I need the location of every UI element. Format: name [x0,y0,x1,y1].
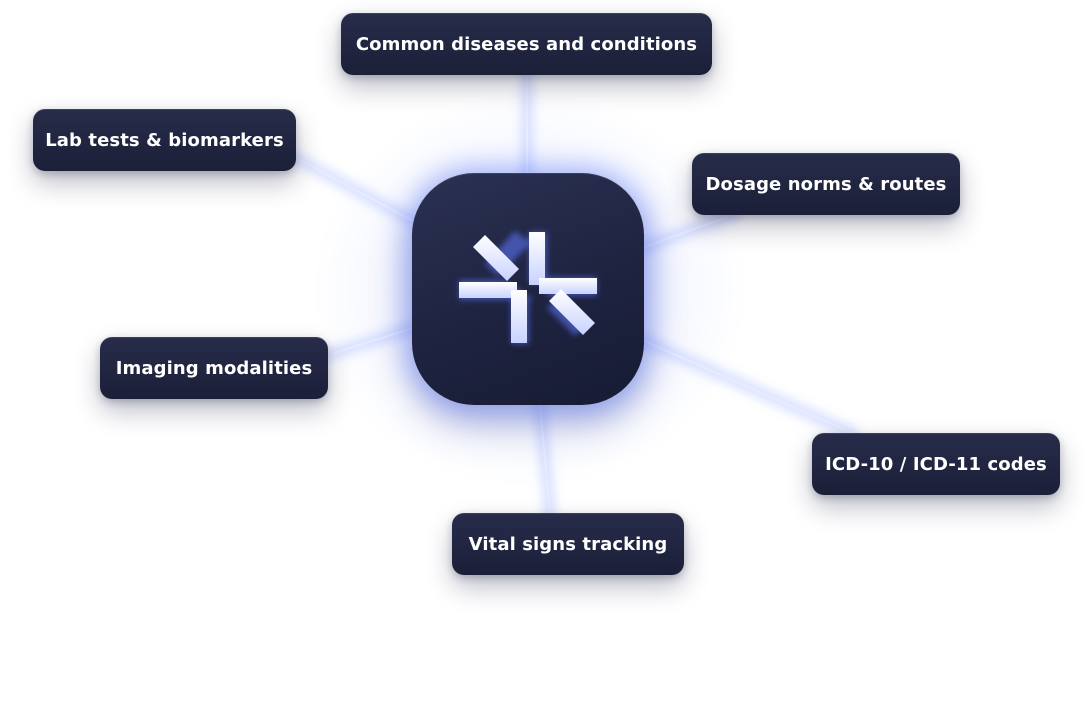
split-arrows-logo-icon [459,231,597,344]
node-lab-tests-label: Lab tests & biomarkers [45,129,284,151]
node-icd-codes-label: ICD-10 / ICD-11 codes [825,453,1047,475]
hub-logo-tile [412,173,644,405]
connector-lab-tests [295,157,416,223]
node-common-diseases-label: Common diseases and conditions [355,33,698,55]
node-vital-signs: Vital signs tracking [452,513,684,575]
node-icd-codes: ICD-10 / ICD-11 codes [812,433,1060,495]
node-common-diseases: Common diseases and conditions [341,13,712,75]
node-lab-tests: Lab tests & biomarkers [33,109,296,171]
node-vital-signs-label: Vital signs tracking [468,533,668,555]
connector-icd-codes [641,339,853,434]
node-imaging: Imaging modalities [100,337,328,399]
node-dosage-label: Dosage norms & routes [705,173,947,195]
node-dosage: Dosage norms & routes [692,153,960,215]
connector-imaging [327,327,414,356]
connector-dosage [641,213,736,249]
node-imaging-label: Imaging modalities [115,357,313,379]
connector-vital-signs [539,404,551,514]
